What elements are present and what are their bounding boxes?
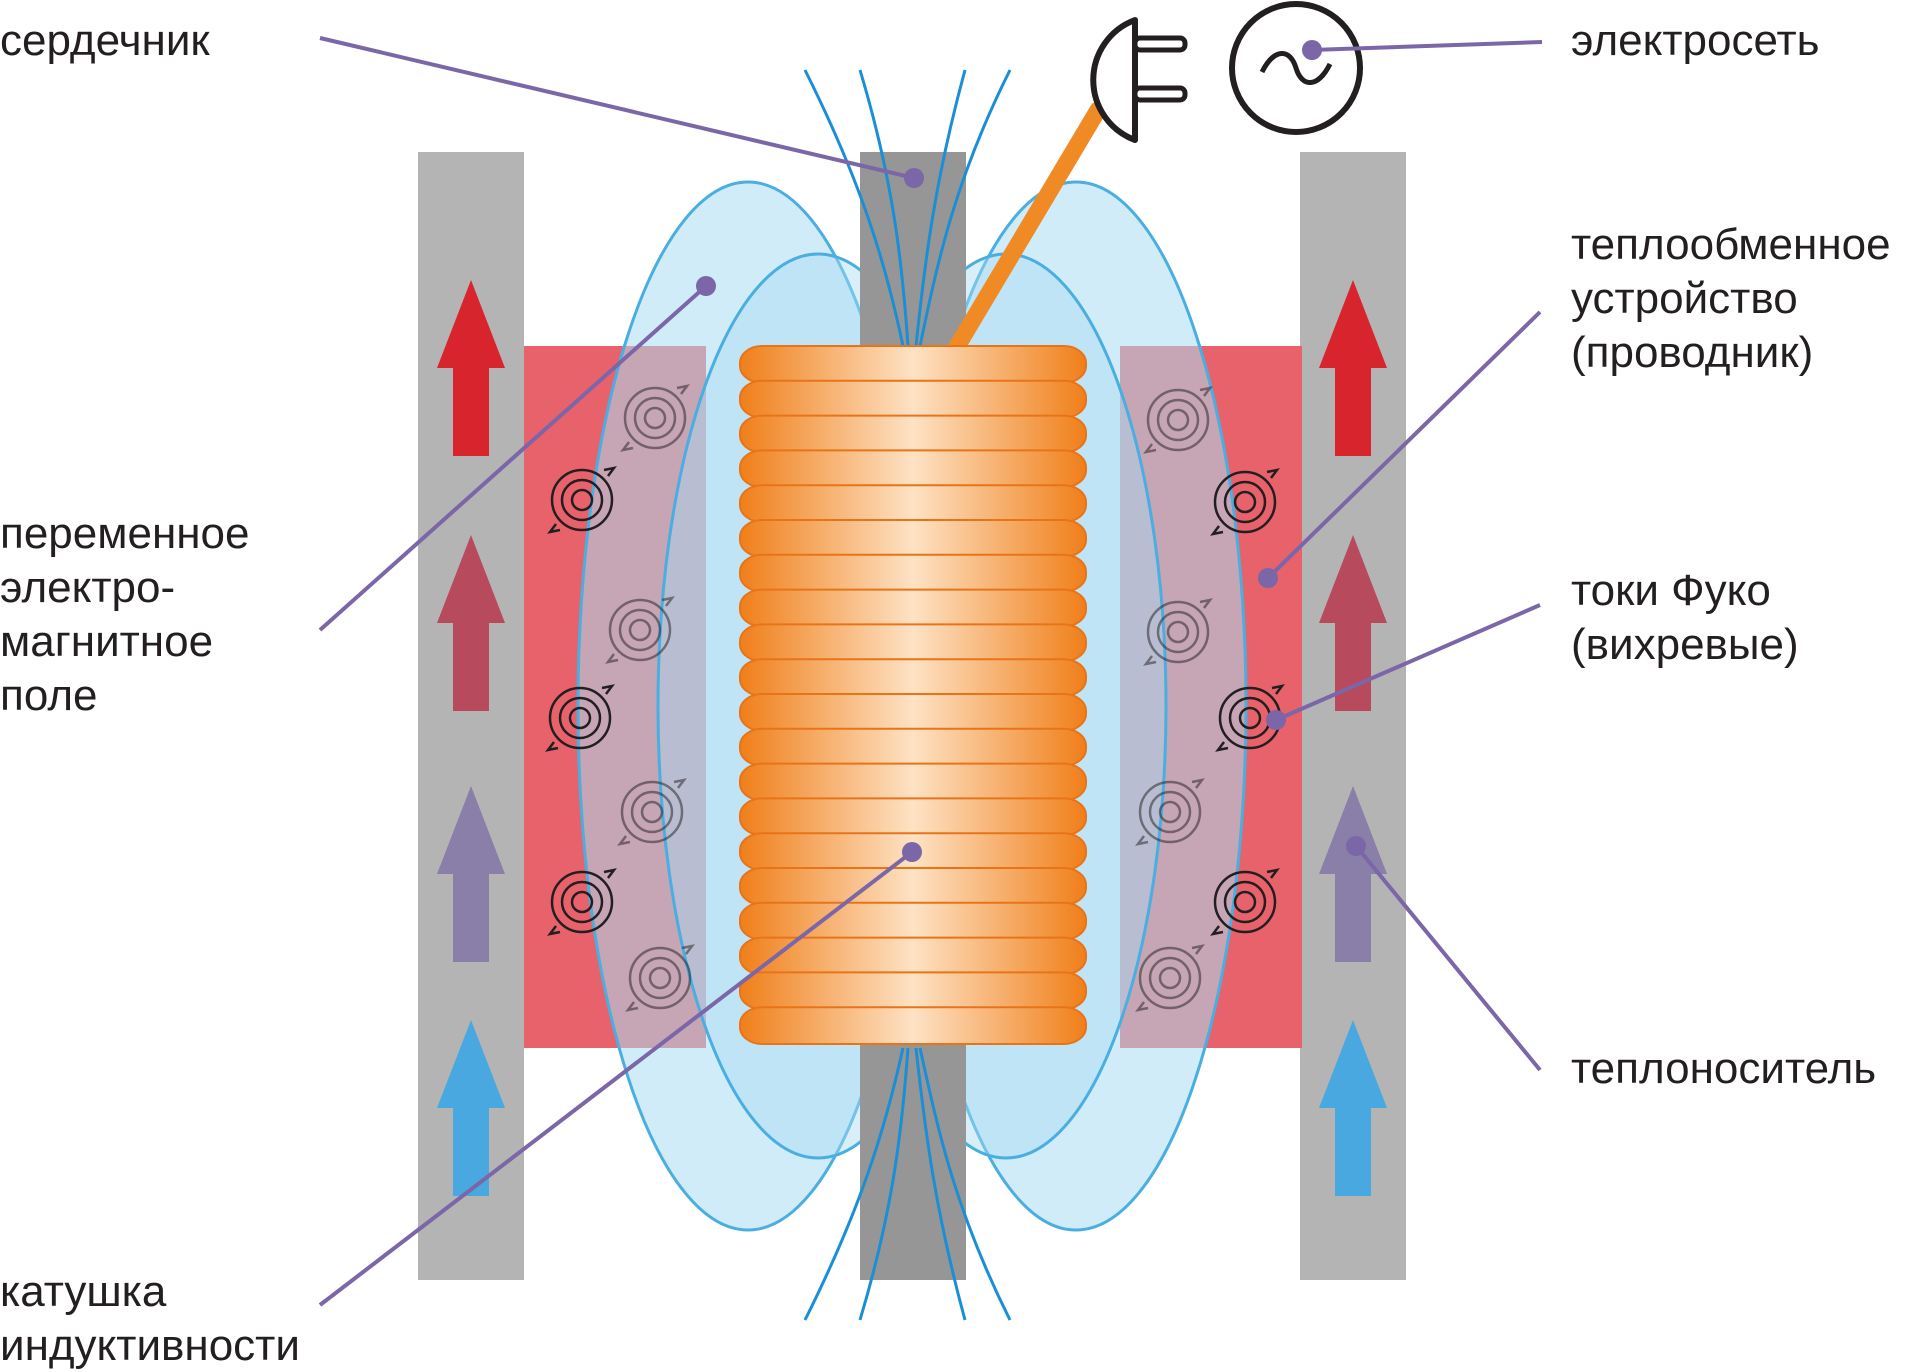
field-lines — [803, 69, 1012, 1321]
label-field-line-3: магнитное — [0, 617, 213, 666]
inductance-coil — [739, 345, 1087, 1046]
eddy-current-icon — [1143, 598, 1213, 666]
leader-dots — [696, 40, 1366, 862]
coil-turn — [739, 693, 1087, 732]
coil-turn — [739, 345, 1087, 384]
eddy-current-icon — [547, 868, 617, 936]
eddy-current-icon — [605, 596, 675, 664]
label-field-line-1: переменное — [0, 509, 250, 558]
up-arrow-icon — [437, 786, 505, 962]
label-heat-exchanger-line-1: теплообменное — [1571, 220, 1891, 269]
up-arrow-icon — [1319, 280, 1387, 456]
eddy-current-icon — [1143, 386, 1213, 454]
eddy-current-icon — [1135, 778, 1205, 846]
eddy-current-icon — [625, 944, 695, 1012]
coil-turn — [739, 379, 1087, 419]
power-cord — [946, 101, 1107, 359]
coil-turn — [739, 519, 1087, 558]
label-field-line-2: электро- — [0, 563, 175, 612]
coil-turn — [739, 727, 1087, 767]
coil-turn — [739, 553, 1087, 593]
label-coil-line-2: индуктивности — [0, 1321, 300, 1370]
eddy-current-icon — [1210, 468, 1280, 536]
eddy-currents — [545, 384, 1285, 1012]
label-mains: электросеть — [1571, 16, 1820, 65]
coil-turn — [739, 762, 1087, 802]
up-arrow-icon — [437, 535, 505, 711]
flow-arrows-left — [437, 280, 505, 1196]
coil-turn — [739, 449, 1087, 489]
ac-source-icon — [1229, 1, 1363, 135]
eddy-current-icon — [545, 684, 615, 752]
coil-turn — [739, 867, 1087, 906]
coil-turn — [739, 623, 1087, 663]
eddy-current-icon — [620, 384, 690, 452]
label-heat-exchanger-line-3: (проводник) — [1571, 328, 1813, 377]
up-arrow-icon — [1319, 786, 1387, 962]
coil-turn — [739, 658, 1087, 698]
up-arrow-icon — [1319, 1020, 1387, 1196]
coil-turn — [739, 414, 1087, 454]
eddy-current-icon — [617, 778, 687, 846]
coil-turn — [739, 971, 1087, 1011]
flow-arrows-right — [1319, 280, 1387, 1196]
label-eddy-currents-line-1: токи Фуко — [1571, 566, 1771, 615]
label-coil-line-1: катушка — [0, 1267, 167, 1316]
label-coolant: теплоноситель — [1571, 1044, 1876, 1093]
coil-turn — [739, 901, 1087, 941]
label-eddy-currents-line-2: (вихревые) — [1571, 620, 1799, 669]
up-arrow-icon — [437, 280, 505, 456]
coil-turn — [739, 1006, 1087, 1046]
up-arrow-icon — [1319, 535, 1387, 711]
eddy-current-icon — [1135, 944, 1205, 1012]
label-core: сердечник — [0, 16, 210, 65]
eddy-current-icon — [547, 466, 617, 534]
eddy-current-icon — [1210, 868, 1280, 936]
label-field-line-4: поле — [0, 671, 97, 720]
label-heat-exchanger-line-2: устройство — [1571, 274, 1798, 323]
leader-lines — [318, 36, 1543, 1307]
up-arrow-icon — [437, 1020, 505, 1196]
coil-turn — [739, 588, 1087, 628]
coil-turn — [739, 797, 1087, 837]
coil-turn — [739, 484, 1087, 524]
plug-icon — [1090, 17, 1188, 143]
